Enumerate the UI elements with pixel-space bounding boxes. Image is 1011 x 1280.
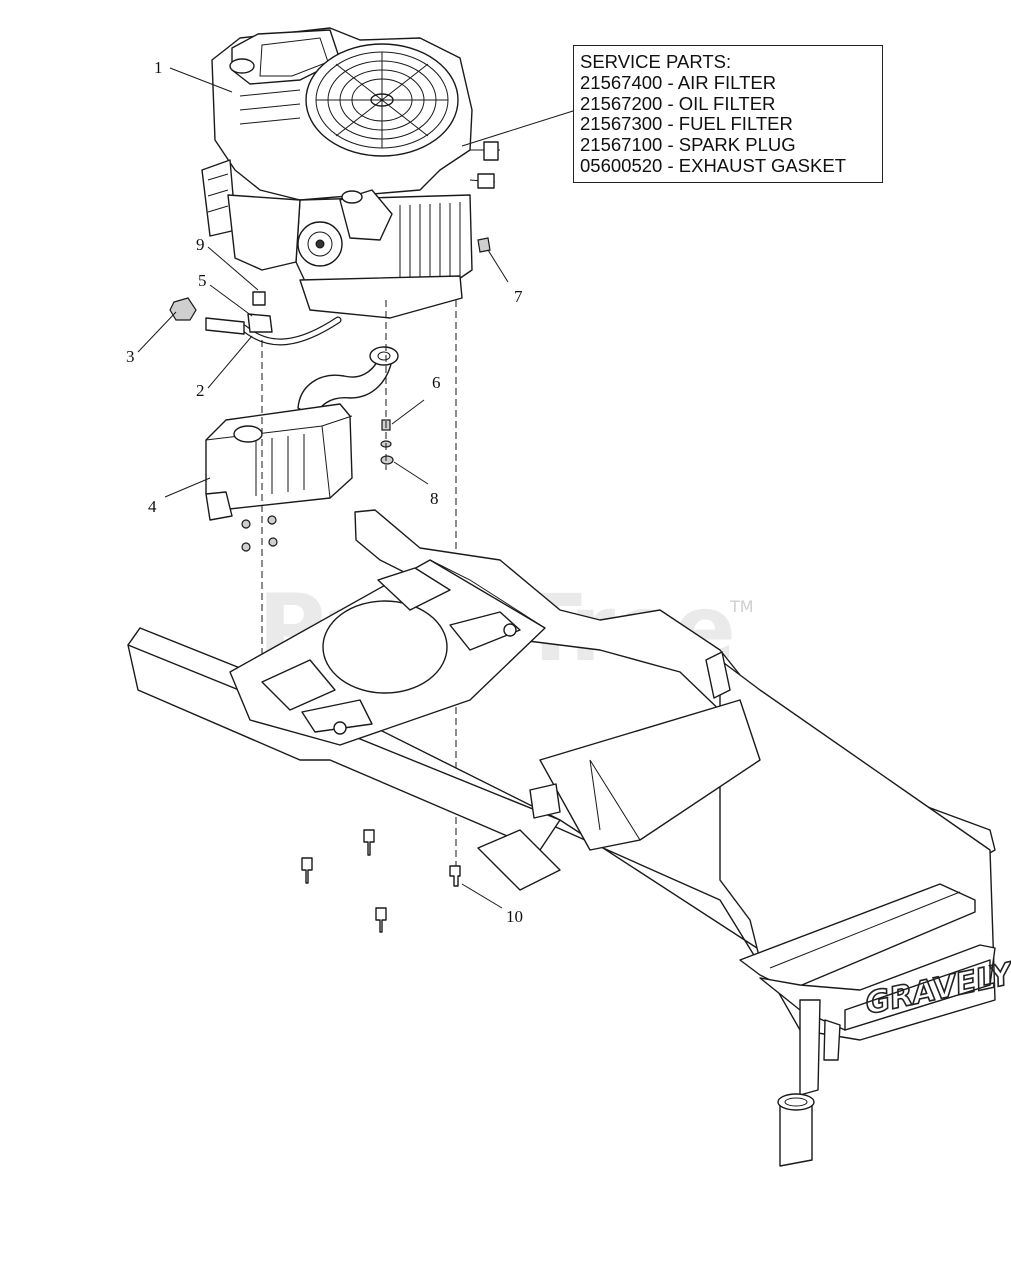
part-number: 21567300: [580, 113, 663, 135]
callout-9: 9: [196, 235, 205, 254]
service-parts-heading: SERVICE PARTS:: [580, 51, 732, 72]
muffler: [205, 346, 399, 552]
part-number: 21567100: [580, 134, 663, 156]
part-name: OIL FILTER: [678, 92, 776, 114]
leader-lines: [137, 67, 574, 909]
callout-3: 3: [126, 347, 135, 366]
service-part-row: 21567300 - FUEL FILTER: [580, 113, 882, 135]
service-part-row: 05600520 - EXHAUST GASKET: [580, 154, 882, 177]
fuel-line-assembly: [169, 291, 342, 346]
callout-4: 4: [148, 497, 157, 516]
frame-bolts: [301, 829, 461, 933]
callout-5: 5: [198, 271, 207, 290]
part-name: FUEL FILTER: [678, 113, 793, 135]
callout-numbers: 1 2 3 4 5 6 7 8 9 10: [126, 58, 523, 926]
part-separator: -: [662, 92, 679, 114]
part-number: 21567200: [580, 92, 663, 114]
part-name: SPARK PLUG: [678, 134, 796, 156]
engine: [201, 27, 500, 319]
service-part-row: 21567400 - AIR FILTER: [580, 71, 882, 94]
callout-1: 1: [154, 58, 163, 77]
muffler-bolt-and-washer: [380, 419, 394, 465]
callout-2: 2: [196, 381, 205, 400]
callout-8: 8: [430, 489, 439, 508]
part-separator: -: [662, 154, 679, 176]
watermark-tm: TM: [729, 597, 754, 616]
callout-7: 7: [514, 287, 523, 306]
part-separator: -: [662, 113, 679, 135]
part-number: 21567400: [580, 71, 663, 93]
part-name: AIR FILTER: [677, 71, 777, 93]
service-part-row: 21567200 - OIL FILTER: [580, 92, 882, 115]
callout-6: 6: [432, 373, 441, 392]
service-part-row: 21567100 - SPARK PLUG: [580, 134, 882, 156]
engine-bolt: [477, 237, 491, 253]
callout-10: 10: [506, 907, 523, 926]
part-separator: -: [662, 71, 678, 93]
part-name: EXHAUST GASKET: [678, 154, 846, 176]
service-parts-box: SERVICE PARTS: 21567400 - AIR FILTER 215…: [573, 45, 883, 183]
mower-frame: [127, 509, 996, 1167]
part-number: 05600520: [580, 154, 663, 176]
part-separator: -: [662, 134, 679, 156]
